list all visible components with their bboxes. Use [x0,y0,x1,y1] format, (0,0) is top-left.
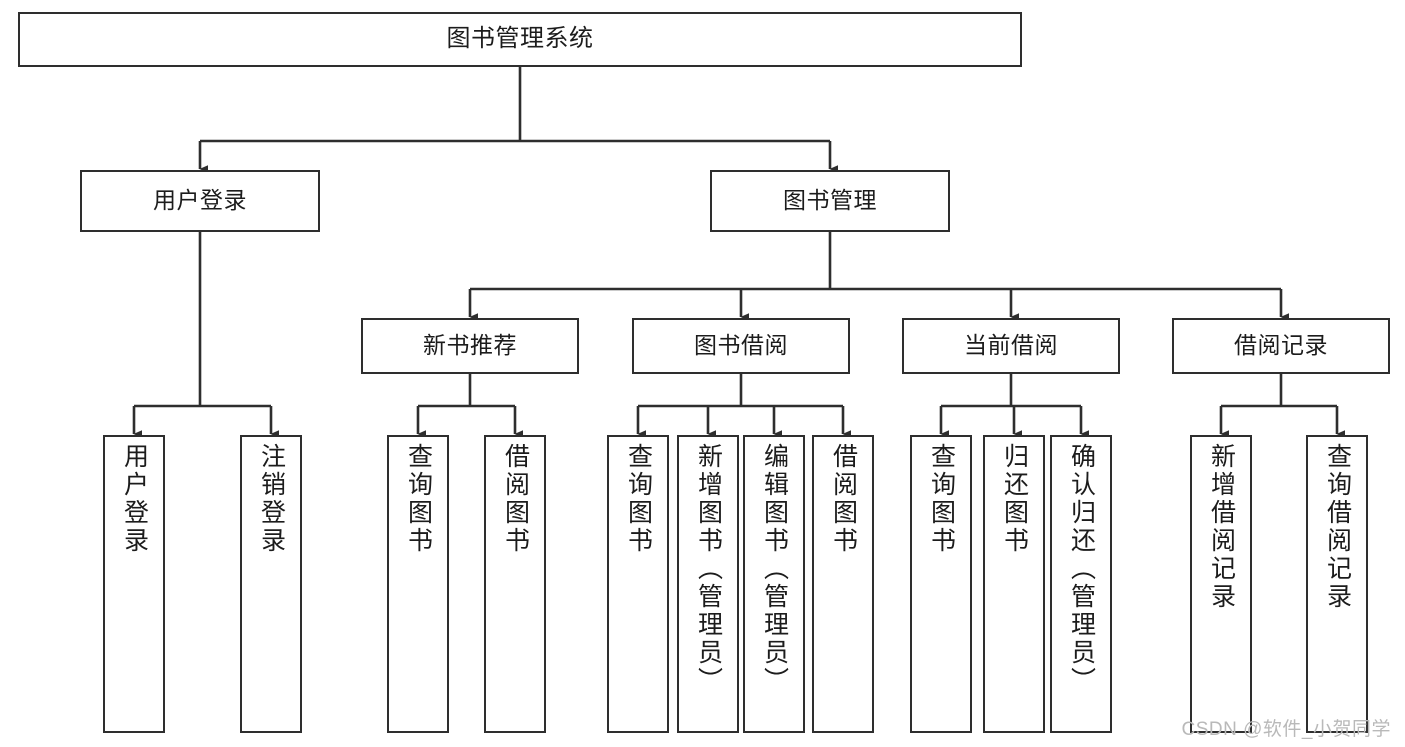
node-login[interactable]: 用户登录 [80,170,320,232]
node-label: 图书管理系统 [446,25,594,53]
node-label: 图书管理 [783,187,877,214]
node-root[interactable]: 图书管理系统 [18,12,1022,67]
node-l-qbook1[interactable]: 查询图书 [387,435,449,733]
watermark-label: CSDN @软件_小贺同学 [1181,719,1391,740]
node-label: 用户登录 [120,443,149,555]
node-label: 归还图书 [1000,443,1029,555]
node-label: 借阅图书 [829,443,858,555]
node-l-return[interactable]: 归还图书 [983,435,1045,733]
node-label: 查询借阅记录 [1323,443,1352,611]
node-label: 新书推荐 [423,332,517,359]
edge-group [132,67,1345,438]
node-l-login[interactable]: 用户登录 [103,435,165,733]
node-label: 图书借阅 [694,332,788,359]
node-l-qrec[interactable]: 查询借阅记录 [1306,435,1368,733]
node-label: 编辑图书（管理员） [760,443,789,695]
node-current[interactable]: 当前借阅 [902,318,1120,374]
node-l-qbook3[interactable]: 查询图书 [910,435,972,733]
node-label: 当前借阅 [964,332,1058,359]
node-label: 查询图书 [404,443,433,555]
node-label: 注销登录 [257,443,286,555]
node-l-confirm[interactable]: 确认归还（管理员） [1050,435,1112,733]
node-label: 借阅记录 [1234,332,1328,359]
node-label: 借阅图书 [501,443,530,555]
node-l-qbook2[interactable]: 查询图书 [607,435,669,733]
node-l-editbook[interactable]: 编辑图书（管理员） [743,435,805,733]
node-label: 新增借阅记录 [1207,443,1236,611]
node-label: 用户登录 [153,187,247,214]
node-label: 新增图书（管理员） [694,443,723,695]
node-label: 查询图书 [927,443,956,555]
node-l-addbook[interactable]: 新增图书（管理员） [677,435,739,733]
node-newbook[interactable]: 新书推荐 [361,318,579,374]
node-l-logout[interactable]: 注销登录 [240,435,302,733]
node-bookmgmt[interactable]: 图书管理 [710,170,950,232]
node-label: 确认归还（管理员） [1067,443,1096,695]
node-label: 查询图书 [624,443,653,555]
node-l-addrec[interactable]: 新增借阅记录 [1190,435,1252,733]
node-records[interactable]: 借阅记录 [1172,318,1390,374]
node-l-bbook2[interactable]: 借阅图书 [812,435,874,733]
node-borrow[interactable]: 图书借阅 [632,318,850,374]
node-l-bbook1[interactable]: 借阅图书 [484,435,546,733]
